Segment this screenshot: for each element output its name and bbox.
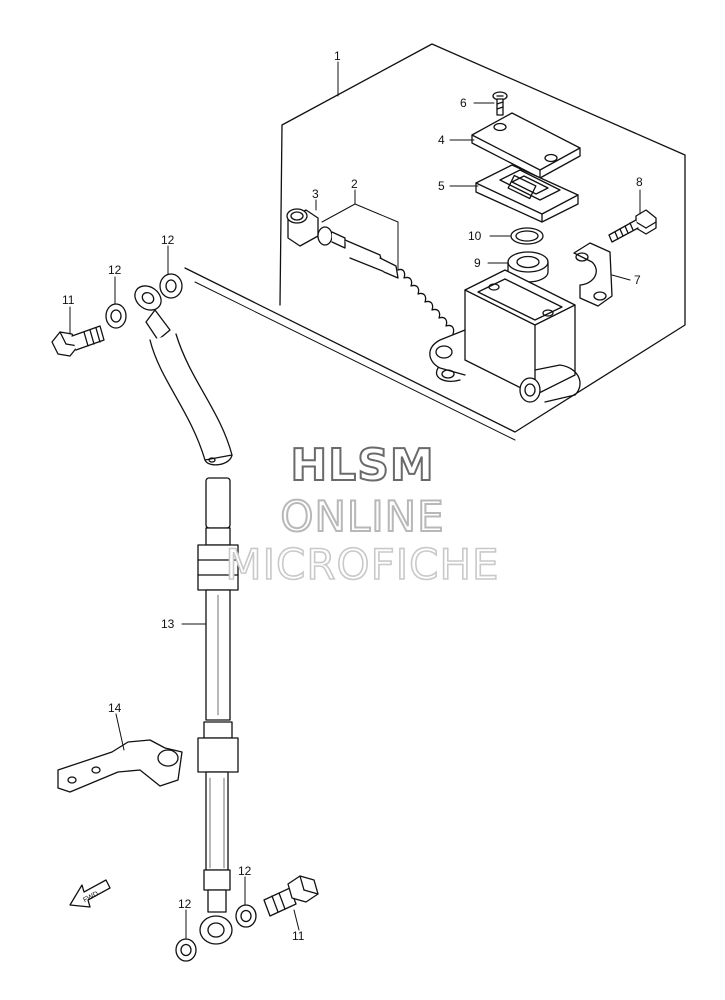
part-6-screw bbox=[492, 91, 508, 116]
fwd-arrow-icon bbox=[69, 879, 111, 908]
callout-4: 4 bbox=[438, 133, 445, 147]
part-4-cap bbox=[471, 112, 581, 179]
part-12-washer-a bbox=[105, 303, 127, 329]
callout-10: 10 bbox=[468, 229, 482, 243]
part-2-piston-spring bbox=[317, 226, 455, 335]
callout-1: 1 bbox=[334, 49, 341, 63]
callout-12-d: 12 bbox=[178, 897, 192, 911]
callout-12-c: 12 bbox=[238, 864, 252, 878]
part-11-banjo-bolt-lower bbox=[263, 875, 319, 917]
callout-3: 3 bbox=[312, 187, 319, 201]
part-12-washer-b bbox=[159, 273, 183, 299]
part-7-clamp bbox=[573, 242, 613, 307]
watermark-line-1: HLSM bbox=[289, 439, 435, 492]
callout-13: 13 bbox=[161, 617, 175, 631]
callout-11-upper: 11 bbox=[62, 293, 75, 307]
part-11-banjo-bolt-upper bbox=[51, 325, 105, 357]
callout-14: 14 bbox=[108, 701, 122, 715]
callout-5: 5 bbox=[438, 179, 445, 193]
callout-12-b: 12 bbox=[161, 233, 175, 247]
part-12-washer-d bbox=[175, 938, 197, 962]
callout-2: 2 bbox=[351, 177, 358, 191]
callout-9: 9 bbox=[474, 256, 481, 270]
part-12-washer-c bbox=[235, 904, 257, 928]
callout-8: 8 bbox=[636, 175, 643, 189]
part-14-bracket bbox=[57, 739, 183, 793]
watermark-line-2: ONLINE bbox=[279, 491, 445, 542]
callout-7: 7 bbox=[634, 273, 641, 287]
part-8-bolt bbox=[608, 209, 657, 243]
callout-12-a: 12 bbox=[108, 263, 122, 277]
part-13-brake-line bbox=[197, 477, 239, 945]
leader-lines bbox=[69, 61, 641, 939]
assembly-outline bbox=[184, 43, 686, 441]
part-13-upper-hose bbox=[134, 285, 233, 466]
part-10-oring bbox=[510, 227, 544, 245]
watermark-line-3: MICROFICHE bbox=[225, 539, 500, 590]
part-3-boot bbox=[286, 208, 319, 247]
master-cylinder-body bbox=[429, 269, 581, 403]
part-5-diaphragm bbox=[475, 164, 579, 223]
callout-11-lower: 11 bbox=[292, 929, 305, 943]
callout-6: 6 bbox=[460, 96, 467, 110]
